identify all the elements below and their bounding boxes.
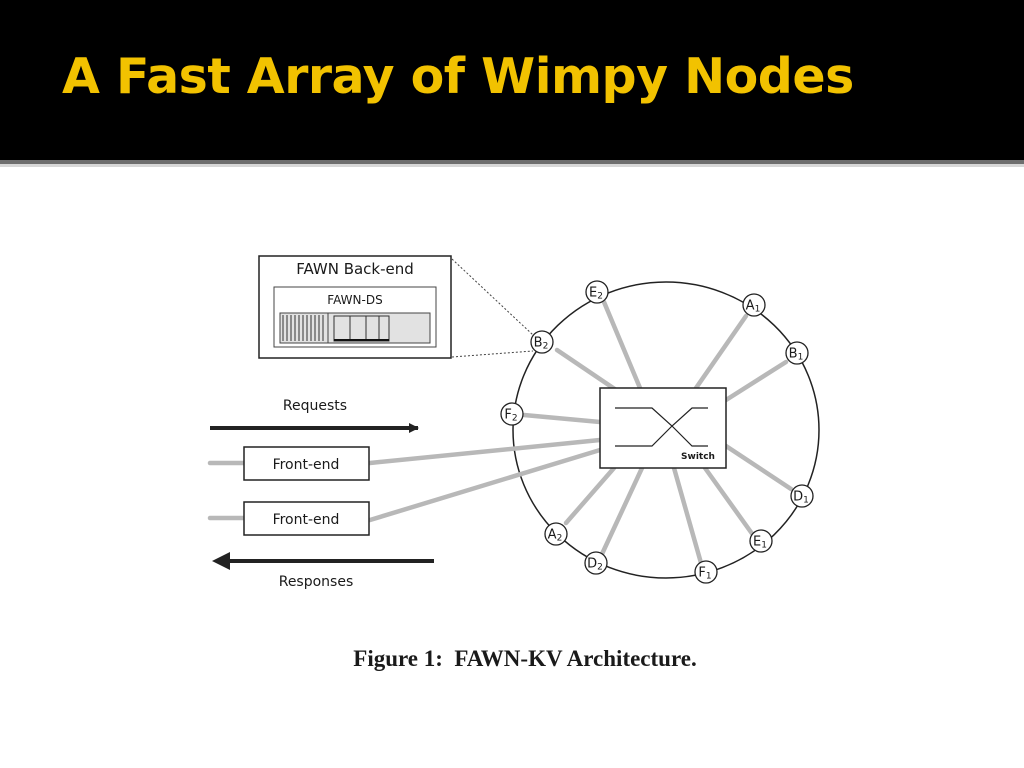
title-divider-highlight xyxy=(0,164,1024,167)
backend-title: FAWN Back-end xyxy=(296,260,414,278)
ring-node-circle xyxy=(742,293,766,317)
ring-node-e1: E1 xyxy=(749,529,773,553)
ring-node-d2: D2 xyxy=(584,551,608,575)
ring-node-e2: E2 xyxy=(585,280,609,304)
ring-node-label: A2 xyxy=(548,528,563,544)
zoom-line-top xyxy=(451,258,534,336)
frontend-label: Front-end xyxy=(273,457,340,473)
ring-node-d1: D1 xyxy=(790,484,814,508)
ring-node-label: F2 xyxy=(504,408,517,424)
ring-node-label: E1 xyxy=(753,535,767,551)
ring-node-label: F1 xyxy=(698,566,711,582)
frontend-label: Front-end xyxy=(273,512,340,528)
title-divider xyxy=(0,160,1024,164)
fawn-ds-log-entries xyxy=(282,315,324,341)
node-ring xyxy=(512,281,820,579)
backend-box: FAWN Back-end FAWN-DS xyxy=(258,255,452,359)
ring-node-circle xyxy=(584,551,608,575)
responses-arrowhead xyxy=(212,552,230,570)
ring-node-circle xyxy=(749,529,773,553)
ring-node-label: B2 xyxy=(534,336,549,352)
requests-label: Requests xyxy=(283,398,347,414)
slide-title: A Fast Array of Wimpy Nodes xyxy=(62,48,854,105)
ring-node-f1: F1 xyxy=(694,560,718,584)
ring-node-f2: F2 xyxy=(500,402,524,426)
switch: Switch xyxy=(599,387,727,469)
fawn-ds-storage xyxy=(279,312,431,344)
ring-node-circle xyxy=(530,330,554,354)
ring-node-label: D2 xyxy=(587,557,603,573)
fawn-ds-label: FAWN-DS xyxy=(327,293,382,307)
frontend-box-2: Front-end xyxy=(243,501,370,536)
ring-node-label: E2 xyxy=(589,286,603,302)
ring-node-a1: A1 xyxy=(742,293,766,317)
ring-node-label: B1 xyxy=(789,347,804,363)
ring-node-label: A1 xyxy=(746,299,761,315)
ring-node-circle xyxy=(500,402,524,426)
ring-node-circle xyxy=(785,341,809,365)
frontend-box-1: Front-end xyxy=(243,446,370,481)
zoom-line-bottom xyxy=(451,350,534,358)
ring-node-circle xyxy=(585,280,609,304)
ring-node-circle xyxy=(790,484,814,508)
ring-node-circle xyxy=(544,522,568,546)
responses-label: Responses xyxy=(279,574,354,590)
ring-node-a2: A2 xyxy=(544,522,568,546)
title-bar xyxy=(0,0,1024,160)
frontend-links xyxy=(207,437,603,523)
ring-node-label: D1 xyxy=(793,490,809,506)
figure-caption: Figure 1: FAWN-KV Architecture. xyxy=(353,646,697,671)
ring-node-b1: B1 xyxy=(785,341,809,365)
ring-node-circle xyxy=(694,560,718,584)
ring-node-b2: B2 xyxy=(530,330,554,354)
switch-label: Switch xyxy=(681,452,715,462)
